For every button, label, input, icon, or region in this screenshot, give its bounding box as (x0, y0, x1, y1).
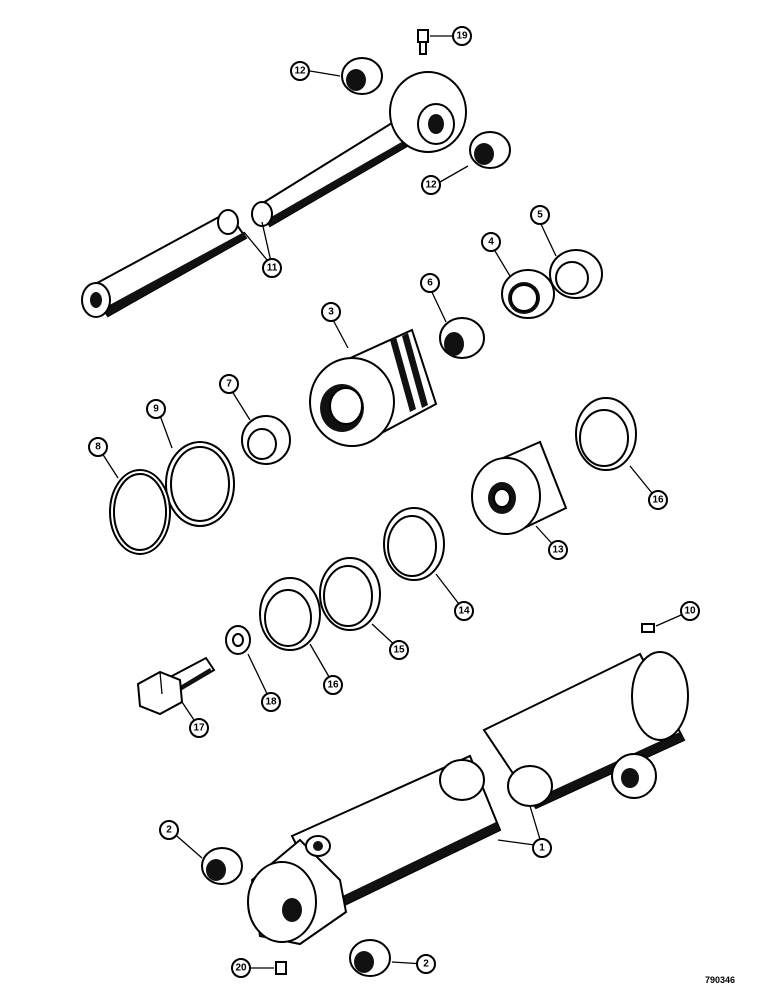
leader-lines (99, 35, 689, 969)
svg-text:10: 10 (684, 606, 696, 617)
grease-fitting-bottom (275, 961, 287, 975)
svg-text:3: 3 (328, 307, 334, 318)
callout-3: 3 (321, 302, 341, 322)
bushing-12-left (341, 57, 383, 95)
svg-text:12: 12 (425, 180, 437, 191)
seal-4 (501, 269, 555, 319)
svg-text:14: 14 (458, 606, 470, 617)
callout-16-upper: 16 (648, 490, 668, 510)
callout-18: 18 (261, 692, 281, 712)
callout-5: 5 (530, 205, 550, 225)
callout-1: 1 (532, 838, 552, 858)
svg-text:11: 11 (267, 263, 278, 274)
callout-12-right: 12 (421, 175, 441, 195)
o-ring-8 (109, 469, 171, 555)
grease-fitting-top (417, 29, 429, 55)
callout-8: 8 (88, 437, 108, 457)
svg-text:9: 9 (153, 404, 159, 415)
callout-10: 10 (680, 601, 700, 621)
svg-text:16: 16 (327, 680, 339, 691)
svg-text:6: 6 (427, 278, 433, 289)
bushing-6 (439, 317, 485, 359)
svg-text:1: 1 (539, 843, 545, 854)
callout-19: 19 (452, 26, 472, 46)
wear-ring-16-lower (259, 577, 321, 651)
ring-7 (241, 415, 291, 465)
callout-20: 20 (231, 958, 251, 978)
svg-text:12: 12 (294, 66, 306, 77)
svg-text:20: 20 (235, 963, 247, 974)
callout-12-top: 12 (290, 61, 310, 81)
set-screw-10 (641, 623, 655, 633)
callout-11: 11 (262, 258, 282, 278)
svg-text:4: 4 (488, 237, 494, 248)
piston-rod (81, 71, 467, 318)
svg-text:17: 17 (193, 723, 205, 734)
svg-text:2: 2 (166, 825, 172, 836)
callout-2-bottom: 2 (416, 954, 436, 974)
callout-6: 6 (420, 273, 440, 293)
svg-text:15: 15 (393, 645, 405, 656)
bushing-12-right (469, 131, 511, 169)
svg-text:16: 16 (652, 495, 664, 506)
bushing-2-left (201, 847, 243, 885)
bushing-2-bottom (349, 939, 391, 977)
callout-9: 9 (146, 399, 166, 419)
bolt-17 (136, 656, 216, 716)
callout-13: 13 (548, 540, 568, 560)
svg-text:7: 7 (226, 379, 232, 390)
svg-text:2: 2 (423, 959, 429, 970)
svg-text:8: 8 (95, 442, 101, 453)
washer-18 (225, 625, 251, 655)
wiper-seal-5 (549, 249, 603, 299)
callout-16-lower: 16 (323, 675, 343, 695)
ring-14 (383, 507, 445, 581)
callout-4: 4 (481, 232, 501, 252)
svg-text:5: 5 (537, 210, 543, 221)
svg-text:13: 13 (552, 545, 564, 556)
callout-14: 14 (454, 601, 474, 621)
piston-13 (471, 440, 568, 535)
callout-17: 17 (189, 718, 209, 738)
svg-text:18: 18 (265, 697, 277, 708)
svg-text:19: 19 (456, 31, 468, 42)
cylinder-barrel (247, 651, 689, 946)
backup-ring-9 (165, 441, 235, 527)
callout-7: 7 (219, 374, 239, 394)
callout-2-left: 2 (159, 820, 179, 840)
gland-3 (309, 328, 438, 447)
callout-15: 15 (389, 640, 409, 660)
figure-reference-code: 790346 (705, 975, 736, 985)
ring-15 (319, 557, 381, 631)
wear-ring-16-upper (575, 397, 637, 471)
